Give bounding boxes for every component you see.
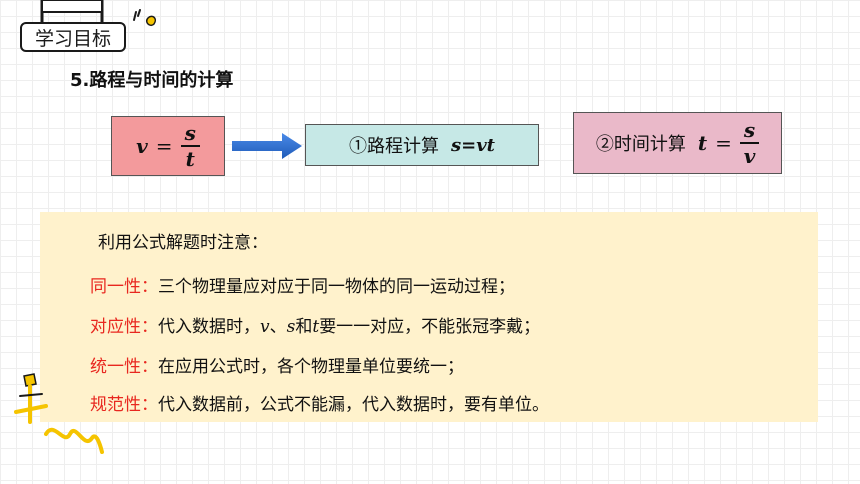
note-label: 规范性：	[90, 395, 158, 415]
section-tag-label: 学习目标	[34, 27, 111, 50]
time-formula-lhs: t	[697, 131, 708, 155]
time-calc-formula: t = s v	[697, 120, 760, 168]
note-row-normativity: 规范性：代入数据前，公式不能漏，代入数据时，要有单位。	[90, 390, 549, 415]
time-formula-denominator: v	[743, 144, 756, 168]
note-sep: 和	[295, 317, 313, 337]
right-arrow-icon	[232, 133, 302, 159]
time-formula-equals: =	[715, 131, 732, 155]
note-text: 三个物理量应对应于同一物体的同一运动过程；	[158, 277, 515, 297]
note-sep: 、	[269, 317, 287, 337]
note-text: 要一一对应，不能张冠李戴；	[319, 317, 541, 337]
note-text: 在应用公式时，各个物理量单位要统一；	[158, 357, 464, 377]
distance-calc-label: ①路程计算	[349, 136, 439, 157]
note-label: 对应性：	[90, 317, 158, 337]
distance-calc-formula: s=vt	[451, 134, 495, 156]
time-formula-numerator: s	[739, 120, 760, 144]
speed-formula: v = s t	[136, 123, 200, 169]
formula-fraction: s t	[180, 123, 200, 171]
section-tag: 学习目标	[20, 22, 126, 52]
notes-panel: 利用公式解题时注意： 同一性：三个物理量应对应于同一物体的同一运动过程； 对应性…	[40, 212, 818, 422]
note-label: 同一性：	[90, 277, 158, 297]
note-var-t: t	[312, 317, 320, 337]
note-row-consistency: 同一性：三个物理量应对应于同一物体的同一运动过程；	[90, 272, 515, 297]
sparkle-icon	[133, 9, 157, 27]
note-row-uniformity: 统一性：在应用公式时，各个物理量单位要统一；	[90, 352, 464, 377]
note-var-s: s	[286, 317, 296, 337]
note-var-v: v	[260, 317, 270, 337]
time-calc-box: ②时间计算 t = s v	[573, 112, 782, 174]
time-formula-fraction: s v	[739, 120, 760, 168]
speed-formula-box: v = s t	[111, 116, 225, 176]
formula-numerator: s	[180, 123, 200, 147]
note-row-correspondence: 对应性：代入数据时，v、s和t要一一对应，不能张冠李戴；	[90, 312, 540, 337]
notes-title: 利用公式解题时注意：	[98, 233, 268, 253]
formula-lhs: v	[136, 134, 148, 158]
formula-denominator: t	[185, 147, 195, 171]
section-heading: 5.路程与时间的计算	[70, 70, 234, 91]
note-text: 代入数据时，	[158, 317, 260, 337]
formula-equals: =	[155, 134, 173, 158]
doodle-decoration	[14, 373, 104, 454]
note-text: 代入数据前，公式不能漏，代入数据时，要有单位。	[158, 395, 549, 415]
distance-calc-box: ①路程计算 s=vt	[305, 124, 539, 166]
tag-hanger-decoration	[40, 0, 104, 22]
note-label: 统一性：	[90, 357, 158, 377]
time-calc-label: ②时间计算	[595, 134, 686, 155]
